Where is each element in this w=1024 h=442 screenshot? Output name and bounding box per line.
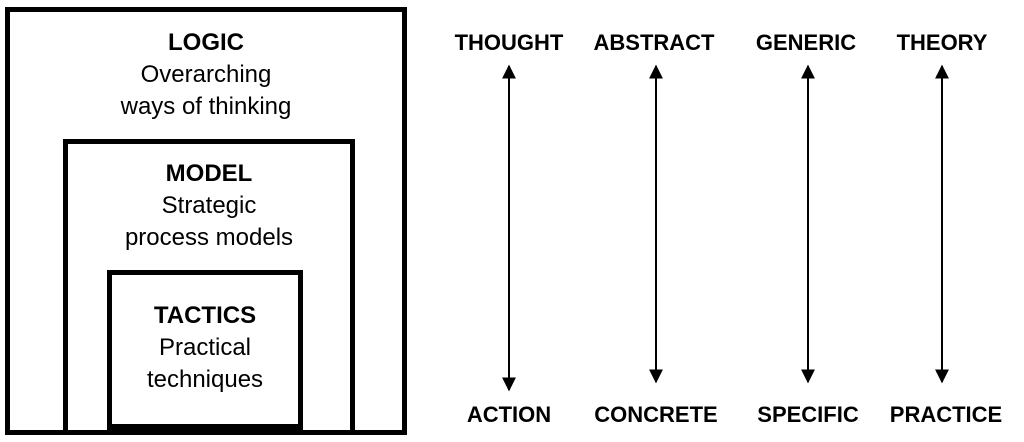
model-label-group: MODEL Strategic process models [63,158,355,254]
tactics-description-line-2: techniques [146,366,264,393]
model-title: MODEL [165,160,253,187]
model-description-line-1: Strategic [161,192,257,219]
scale-top-label-theory: THEORY [896,30,988,55]
tactics-title: TACTICS [153,302,257,329]
scale-bottom-label-specific: SPECIFIC [757,402,859,427]
logic-title: LOGIC [168,29,244,56]
scale-bottom-label-practice: PRACTICE [889,402,1003,427]
scale-bottom-label-concrete: CONCRETE [594,402,718,427]
base-bar [107,424,303,435]
tactics-description-line-1: Practical [158,334,252,361]
scale-top-label-generic: GENERIC [755,30,857,55]
scale-top-label-thought: THOUGHT [454,30,564,55]
scale-top-label-abstract: ABSTRACT [593,30,715,55]
model-description-line-2: process models [124,224,294,251]
scale-bottom-label-action: ACTION [466,402,552,427]
tactics-label-group: TACTICS Practical techniques [107,300,303,396]
logic-description-line-1: Overarching [140,61,272,88]
logic-label-group: LOGIC Overarching ways of thinking [5,27,407,123]
logic-description-line-2: ways of thinking [120,93,292,120]
